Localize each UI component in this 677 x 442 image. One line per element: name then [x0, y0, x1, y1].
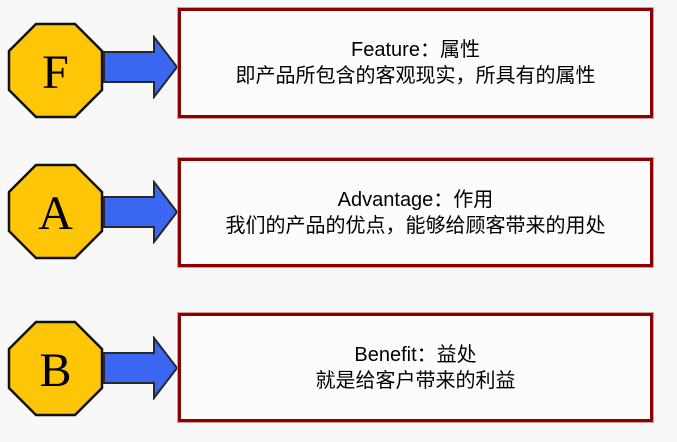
octagon-shape [7, 22, 104, 119]
octagon-shape [7, 163, 104, 260]
feature-box: Feature：属性 即产品所包含的客观现实，所具有的属性 [177, 7, 654, 119]
feature-title: Feature：属性 [351, 39, 480, 61]
advantage-box: Advantage：作用 我们的产品的优点，能够给顾客带来的用处 [177, 157, 654, 268]
advantage-description: 我们的产品的优点，能够给顾客带来的用处 [225, 214, 606, 237]
octagon-letter: F [42, 45, 69, 99]
advantage-title: Advantage：作用 [337, 188, 494, 211]
octagon-letter: B [39, 343, 72, 397]
feature-description: 即产品所包含的客观现实，所具有的属性 [235, 65, 596, 87]
fab-row-advantage: A Advantage：作用 我们的产品的优点，能够给顾客带来的用处 [0, 157, 677, 268]
fab-row-feature: F Feature：属性 即产品所包含的客观现实，所具有的属性 [0, 7, 677, 119]
octagon-shape [7, 320, 104, 417]
octagon-benefit: B [7, 320, 104, 417]
benefit-box: Benefit：益处 就是给客户带来的利益 [177, 312, 654, 423]
octagon-advantage: A [7, 163, 104, 260]
right-arrow-icon [103, 35, 179, 99]
benefit-description: 就是给客户带来的利益 [315, 369, 516, 392]
octagon-letter: A [38, 186, 73, 240]
right-arrow-icon [103, 180, 179, 244]
octagon-feature: F [7, 22, 104, 119]
benefit-title: Benefit：益处 [354, 343, 477, 366]
right-arrow-icon [103, 336, 179, 400]
fab-row-benefit: B Benefit：益处 就是给客户带来的利益 [0, 312, 677, 423]
